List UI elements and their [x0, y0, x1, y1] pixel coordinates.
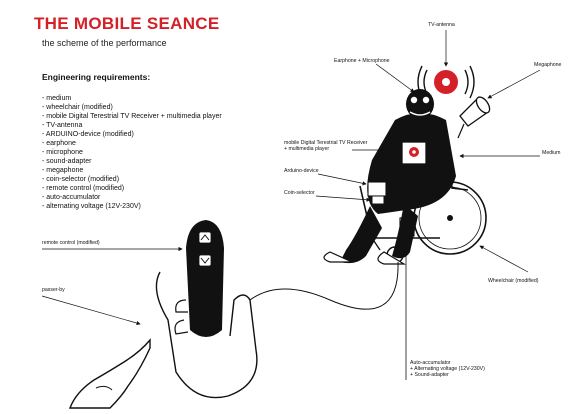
requirements-list: - medium - wheelchair (modified) - mobil…	[42, 94, 222, 211]
label-remote-control: remote control (modified)	[42, 240, 100, 246]
label-earphone-microphone: Earphone + Microphone	[334, 58, 390, 64]
hand-holding-remote	[155, 271, 258, 399]
requirement-item: - auto-accumulator	[42, 194, 101, 201]
medium-figure	[323, 89, 456, 265]
page-title: THE MOBILE SEANCE	[34, 14, 220, 33]
requirement-item: - TV-antenna	[42, 122, 83, 129]
requirement-item: - ARDUINO-device (modified)	[42, 131, 134, 138]
remote-control-icon	[186, 220, 224, 337]
cable	[249, 261, 399, 310]
requirement-item: - mobile Digital Terestrial TV Receiver …	[42, 113, 222, 120]
requirement-item: - earphone	[42, 140, 76, 147]
coin-selector-icon	[371, 195, 385, 205]
label-tv-receiver: mobile Digital Terestrial TV Receiver + …	[284, 140, 368, 152]
label-wheelchair: Wheelchair (modified)	[488, 278, 539, 284]
label-passer-by: passer-by	[42, 287, 65, 293]
arduino-device-icon	[367, 181, 387, 197]
label-megaphone: Megaphone	[534, 62, 562, 68]
label-coin-selector: Coin-selector	[284, 190, 315, 196]
label-accumulator: Auto-accumulator + Alternating voltage (…	[410, 360, 485, 378]
page-subtitle: the scheme of the performance	[42, 38, 167, 48]
requirement-item: - wheelchair (modified)	[42, 104, 113, 111]
passer-by-hand	[68, 338, 151, 409]
megaphone-icon	[457, 96, 491, 139]
requirement-item: - megaphone	[42, 167, 84, 174]
requirement-item: - medium	[42, 95, 72, 102]
label-arduino: Arduino-device	[284, 168, 319, 174]
tv-antenna-icon	[417, 65, 475, 99]
requirement-item: - sound-adapter	[42, 158, 92, 165]
leader-lines	[41, 30, 541, 326]
requirement-item: - remote control (modified)	[42, 185, 125, 192]
requirement-item: - microphone	[42, 149, 83, 156]
requirements-heading: Engineering requirements:	[42, 72, 151, 82]
label-tv-antenna: TV-antenna	[428, 22, 455, 28]
requirement-item: - coin-selector (modified)	[42, 176, 120, 183]
requirement-item: - alternating voltage (12V-230V)	[42, 203, 141, 210]
label-medium: Medium	[542, 150, 561, 156]
